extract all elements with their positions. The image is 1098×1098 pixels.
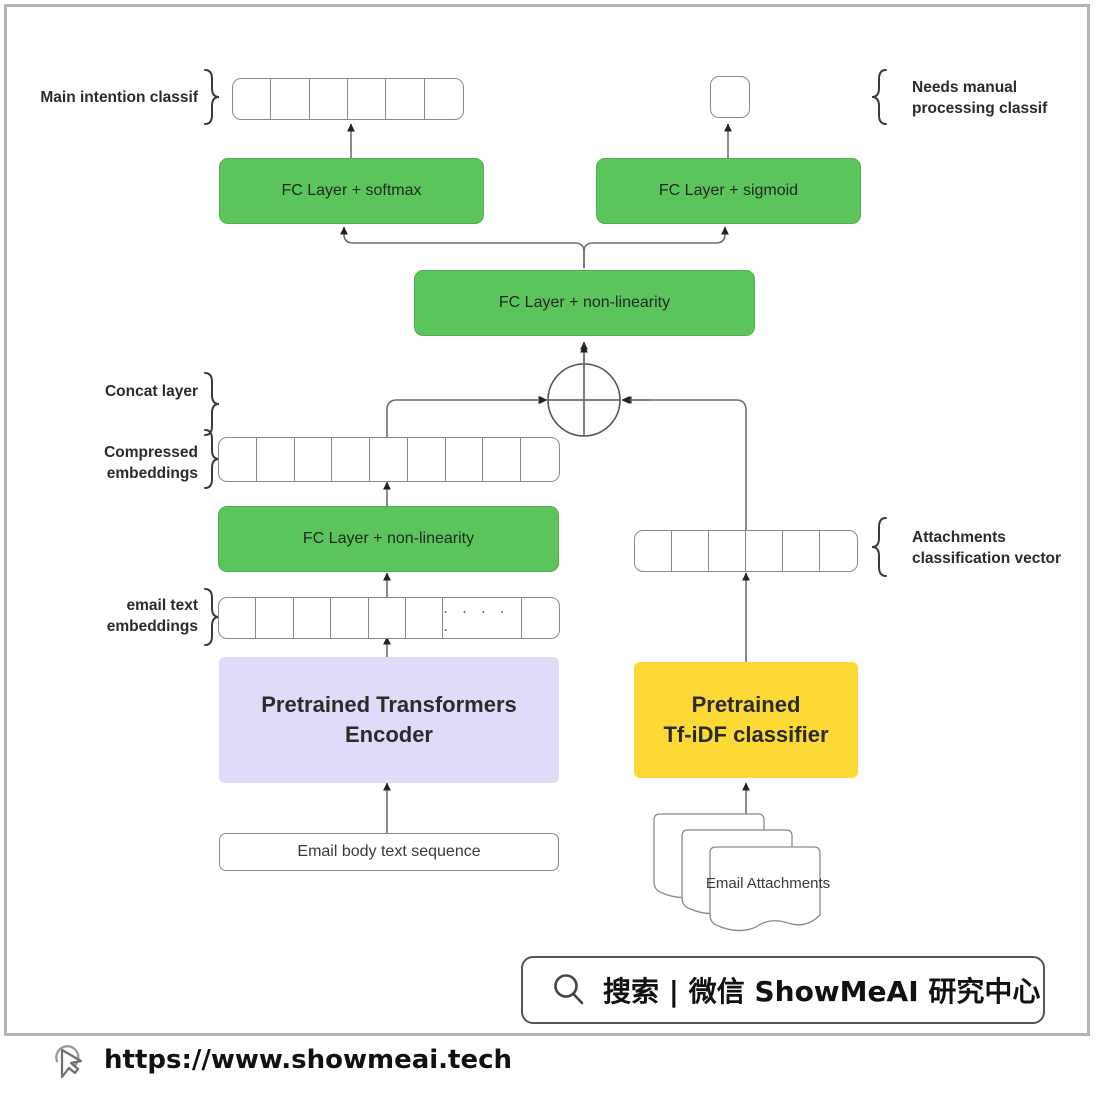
attachments-classification-vector bbox=[634, 530, 858, 572]
vector-cell bbox=[709, 531, 746, 571]
email-attachments-stack: Email Attachments bbox=[648, 808, 868, 933]
watermark-search-pill: 搜索 | 微信 ShowMeAI 研究中心 bbox=[521, 956, 1045, 1024]
attachment-doc-front bbox=[709, 846, 821, 932]
vector-cell bbox=[635, 531, 672, 571]
label-compressed-line2: embeddings bbox=[106, 464, 198, 482]
vector-cell bbox=[295, 438, 333, 481]
vector-cell bbox=[408, 438, 446, 481]
vector-cell bbox=[331, 598, 369, 638]
label-main-intention-classif: Main intention classif bbox=[40, 89, 198, 106]
fc-layer-nonlinearity-mid-block: FC Layer + non-linearity bbox=[218, 506, 559, 572]
vector-cell bbox=[483, 438, 522, 481]
vector-cell bbox=[233, 79, 272, 119]
email-text-embeddings-vector: . . . . . bbox=[218, 597, 560, 639]
tfidf-label-line2: Tf-iDF classifier bbox=[663, 722, 829, 747]
vector-cell bbox=[271, 79, 310, 119]
pretrained-transformers-encoder-block: Pretrained Transformers Encoder bbox=[219, 657, 559, 783]
label-email-text-line1: email text bbox=[126, 597, 198, 614]
vector-cell bbox=[406, 598, 444, 638]
fc-layer-sigmoid-block: FC Layer + sigmoid bbox=[596, 158, 861, 224]
vector-cell bbox=[446, 438, 484, 481]
encoder-label-line2: Encoder bbox=[344, 722, 433, 747]
tfidf-label-line1: Pretrained bbox=[691, 692, 801, 718]
vector-cell-ellipsis: . . . . . bbox=[443, 598, 522, 638]
vector-cell bbox=[256, 598, 294, 638]
vector-cell bbox=[746, 531, 783, 571]
encoder-label-line1: Pretrained Transformers bbox=[261, 692, 517, 718]
vector-cell bbox=[332, 438, 371, 481]
footer-url-row: https://www.showmeai.tech bbox=[48, 1037, 512, 1083]
attachment-label: Email Attachments bbox=[706, 875, 830, 892]
vector-cell bbox=[386, 79, 425, 119]
vector-cell bbox=[257, 438, 295, 481]
fc-layer-nonlinearity-top-block: FC Layer + non-linearity bbox=[414, 270, 755, 336]
label-attachments-line1: Attachments bbox=[912, 529, 1006, 546]
watermark-text: 搜索 | 微信 ShowMeAI 研究中心 bbox=[603, 975, 1041, 1008]
label-needs-manual-classif: Needs manual processing classif bbox=[912, 78, 1092, 120]
vector-cell bbox=[672, 531, 709, 571]
label-concat-layer: Concat layer bbox=[104, 383, 198, 400]
vector-cell bbox=[369, 598, 406, 638]
footer-url-text: https://www.showmeai.tech bbox=[104, 1045, 513, 1075]
vector-cell bbox=[310, 79, 348, 119]
vector-cell bbox=[522, 598, 559, 638]
fc-layer-softmax-block: FC Layer + softmax bbox=[219, 158, 484, 224]
vector-cell bbox=[425, 79, 463, 119]
label-attachments-classification-vector: Attachments classification vector bbox=[912, 528, 1098, 570]
label-attachments-line2: classification vector bbox=[912, 549, 1062, 567]
main-intention-output-vector bbox=[232, 78, 464, 120]
label-compressed-embeddings: Compressed embeddings bbox=[18, 443, 198, 485]
label-needs-manual-line1: Needs manual bbox=[912, 79, 1018, 96]
email-body-text-sequence-box: Email body text sequence bbox=[219, 833, 559, 871]
vector-cell bbox=[219, 598, 257, 638]
vector-cell bbox=[219, 438, 257, 481]
vector-cell bbox=[820, 531, 857, 571]
label-email-text-line2: embeddings bbox=[106, 617, 198, 635]
compressed-embeddings-vector bbox=[218, 437, 560, 482]
vector-cell bbox=[294, 598, 332, 638]
label-email-text-embeddings: email text embeddings bbox=[18, 596, 198, 638]
needs-manual-output-cell bbox=[710, 76, 750, 118]
label-needs-manual-line2: processing classif bbox=[912, 99, 1048, 117]
label-compressed-line1: Compressed bbox=[104, 444, 198, 461]
vector-cell bbox=[521, 438, 559, 481]
cursor-arrow-icon bbox=[48, 1037, 90, 1083]
pretrained-tfidf-classifier-block: Pretrained Tf-iDF classifier bbox=[634, 662, 858, 778]
vector-cell bbox=[348, 79, 387, 119]
vector-cell bbox=[370, 438, 408, 481]
vector-cell bbox=[783, 531, 820, 571]
search-icon bbox=[549, 970, 589, 1010]
